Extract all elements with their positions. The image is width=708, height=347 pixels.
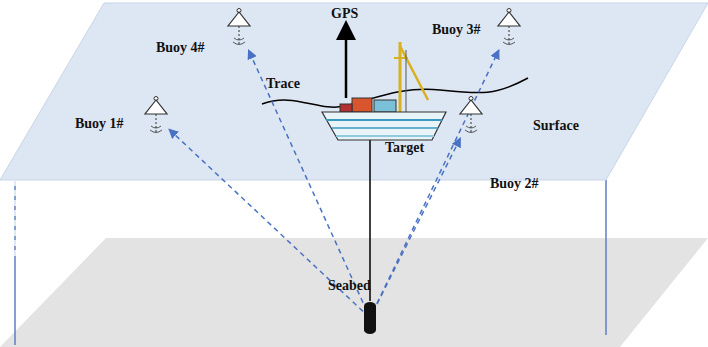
acoustic-link bbox=[377, 50, 499, 303]
gps-label: GPS bbox=[331, 6, 358, 22]
buoy-label: Buoy 2# bbox=[490, 176, 539, 192]
buoy-node: Buoy 2# bbox=[458, 96, 484, 138]
box-edge bbox=[14, 180, 16, 345]
buoy-symbol bbox=[496, 8, 522, 50]
ship-illustration bbox=[322, 42, 446, 140]
buoy-label: Buoy 3# bbox=[432, 22, 481, 38]
buoy-label: Buoy 4# bbox=[156, 40, 205, 56]
target-node: Target bbox=[363, 300, 377, 336]
acoustic-link bbox=[377, 138, 460, 304]
box-edge bbox=[605, 180, 607, 335]
seabed-plane bbox=[0, 238, 708, 347]
buoy-symbol bbox=[143, 96, 169, 138]
seabed-label: Seabed bbox=[328, 278, 371, 294]
surface-plane bbox=[0, 3, 708, 180]
target-label: Target bbox=[385, 140, 424, 156]
target-cylinder bbox=[363, 300, 377, 336]
buoy-node: Buoy 1# bbox=[143, 96, 169, 138]
buoy-symbol bbox=[458, 96, 484, 138]
buoy-node: Buoy 3# bbox=[496, 8, 522, 50]
buoy-node: Buoy 4# bbox=[226, 8, 252, 50]
box-edge bbox=[14, 180, 16, 260]
surface-label: Surface bbox=[533, 118, 579, 134]
buoy-symbol bbox=[226, 8, 252, 50]
gps-arrow bbox=[345, 30, 348, 98]
tow-cable bbox=[369, 140, 371, 301]
trace-label: Trace bbox=[266, 76, 300, 92]
acoustic-link bbox=[249, 50, 364, 303]
buoy-label: Buoy 1# bbox=[75, 116, 124, 132]
